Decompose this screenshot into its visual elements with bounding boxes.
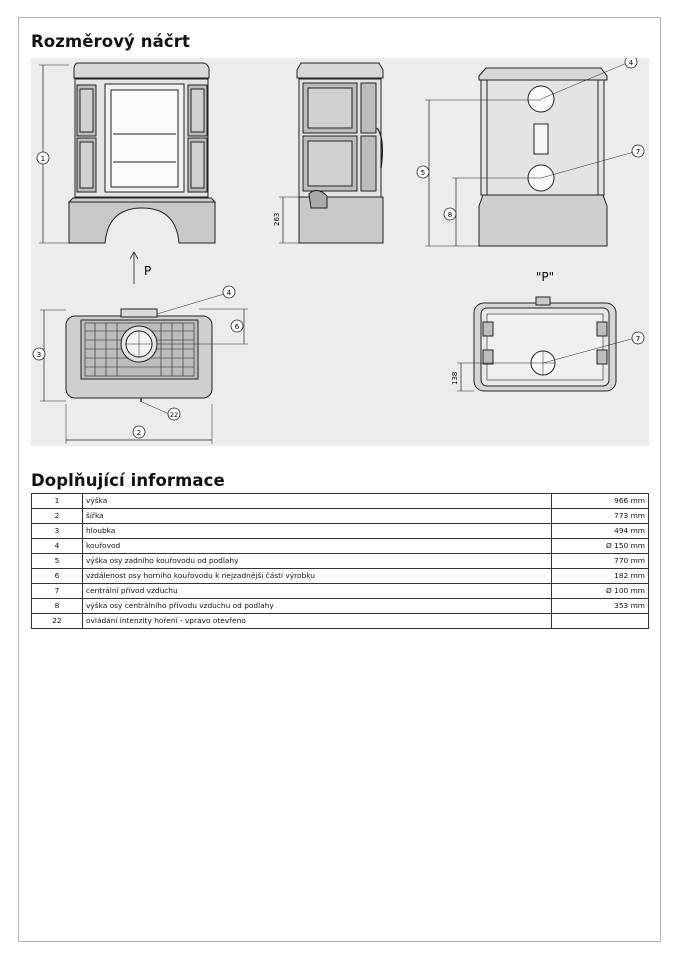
callout-5 bbox=[416, 165, 430, 179]
row-value: 494 mm bbox=[551, 523, 649, 539]
callout-7-rear bbox=[631, 144, 645, 158]
row-label: šířka bbox=[82, 508, 552, 524]
top-view bbox=[40, 293, 248, 444]
row-label: vzdálenost osy horního kouřovodu k nejza… bbox=[82, 568, 552, 584]
callout-7-bottom-label: 7 bbox=[636, 335, 640, 343]
row-number: 3 bbox=[31, 523, 83, 539]
callout-1-label: 1 bbox=[41, 155, 45, 163]
row-value: Ø 100 mm bbox=[551, 583, 649, 599]
row-label: centrální přívod vzduchu bbox=[82, 583, 552, 599]
front-view bbox=[39, 62, 217, 244]
callout-4-top-label: 4 bbox=[227, 289, 232, 297]
row-label: výška osy centrálního přívodu vzduchu od… bbox=[82, 598, 552, 614]
callout-4-rear-label: 4 bbox=[629, 59, 634, 67]
rear-view bbox=[425, 62, 635, 247]
row-label: výška osy zadního kouřovodu od podlahy bbox=[82, 553, 552, 569]
row-label: výška bbox=[82, 493, 552, 509]
callout-5-label: 5 bbox=[421, 169, 425, 177]
dimension-138: 138 bbox=[451, 372, 459, 385]
callout-6-label: 6 bbox=[235, 323, 240, 331]
callout-22 bbox=[167, 407, 181, 421]
callout-2-label: 2 bbox=[137, 429, 141, 437]
callout-1 bbox=[36, 151, 50, 165]
row-value bbox=[551, 613, 649, 629]
dimension-drawing: 1 P 263 4 7 bbox=[31, 55, 649, 446]
row-value: 182 mm bbox=[551, 568, 649, 584]
page-frame bbox=[18, 17, 661, 942]
row-label: ovládání intenzity hoření - vpravo otevř… bbox=[82, 613, 552, 629]
view-p-title: "P" bbox=[536, 270, 554, 284]
row-number: 5 bbox=[31, 553, 83, 569]
callout-2 bbox=[132, 425, 146, 439]
row-number: 4 bbox=[31, 538, 83, 554]
dimension-263: 263 bbox=[273, 213, 281, 226]
side-view bbox=[279, 62, 384, 244]
callout-4-top bbox=[222, 285, 236, 299]
row-number: 6 bbox=[31, 568, 83, 584]
row-number: 8 bbox=[31, 598, 83, 614]
callout-22-label: 22 bbox=[170, 411, 178, 419]
row-value: 966 mm bbox=[551, 493, 649, 509]
row-value: Ø 150 mm bbox=[551, 538, 649, 554]
row-value: 770 mm bbox=[551, 553, 649, 569]
row-label: kouřovod bbox=[82, 538, 552, 554]
callout-8 bbox=[443, 207, 457, 221]
callout-6 bbox=[230, 319, 244, 333]
row-number: 7 bbox=[31, 583, 83, 599]
row-value: 353 mm bbox=[551, 598, 649, 614]
view-p-label: P bbox=[144, 264, 151, 278]
callout-8-label: 8 bbox=[448, 211, 452, 219]
callout-3 bbox=[32, 347, 46, 361]
callout-7-bottom bbox=[631, 331, 645, 345]
row-label: hloubka bbox=[82, 523, 552, 539]
row-number: 2 bbox=[31, 508, 83, 524]
row-value: 773 mm bbox=[551, 508, 649, 524]
page-title: Rozměrový náčrt bbox=[31, 32, 190, 51]
row-number: 22 bbox=[31, 613, 83, 629]
bottom-view bbox=[457, 296, 636, 392]
callout-7-rear-label: 7 bbox=[636, 148, 640, 156]
callout-3-label: 3 bbox=[37, 351, 41, 359]
row-number: 1 bbox=[31, 493, 83, 509]
info-title: Doplňující informace bbox=[31, 471, 225, 490]
